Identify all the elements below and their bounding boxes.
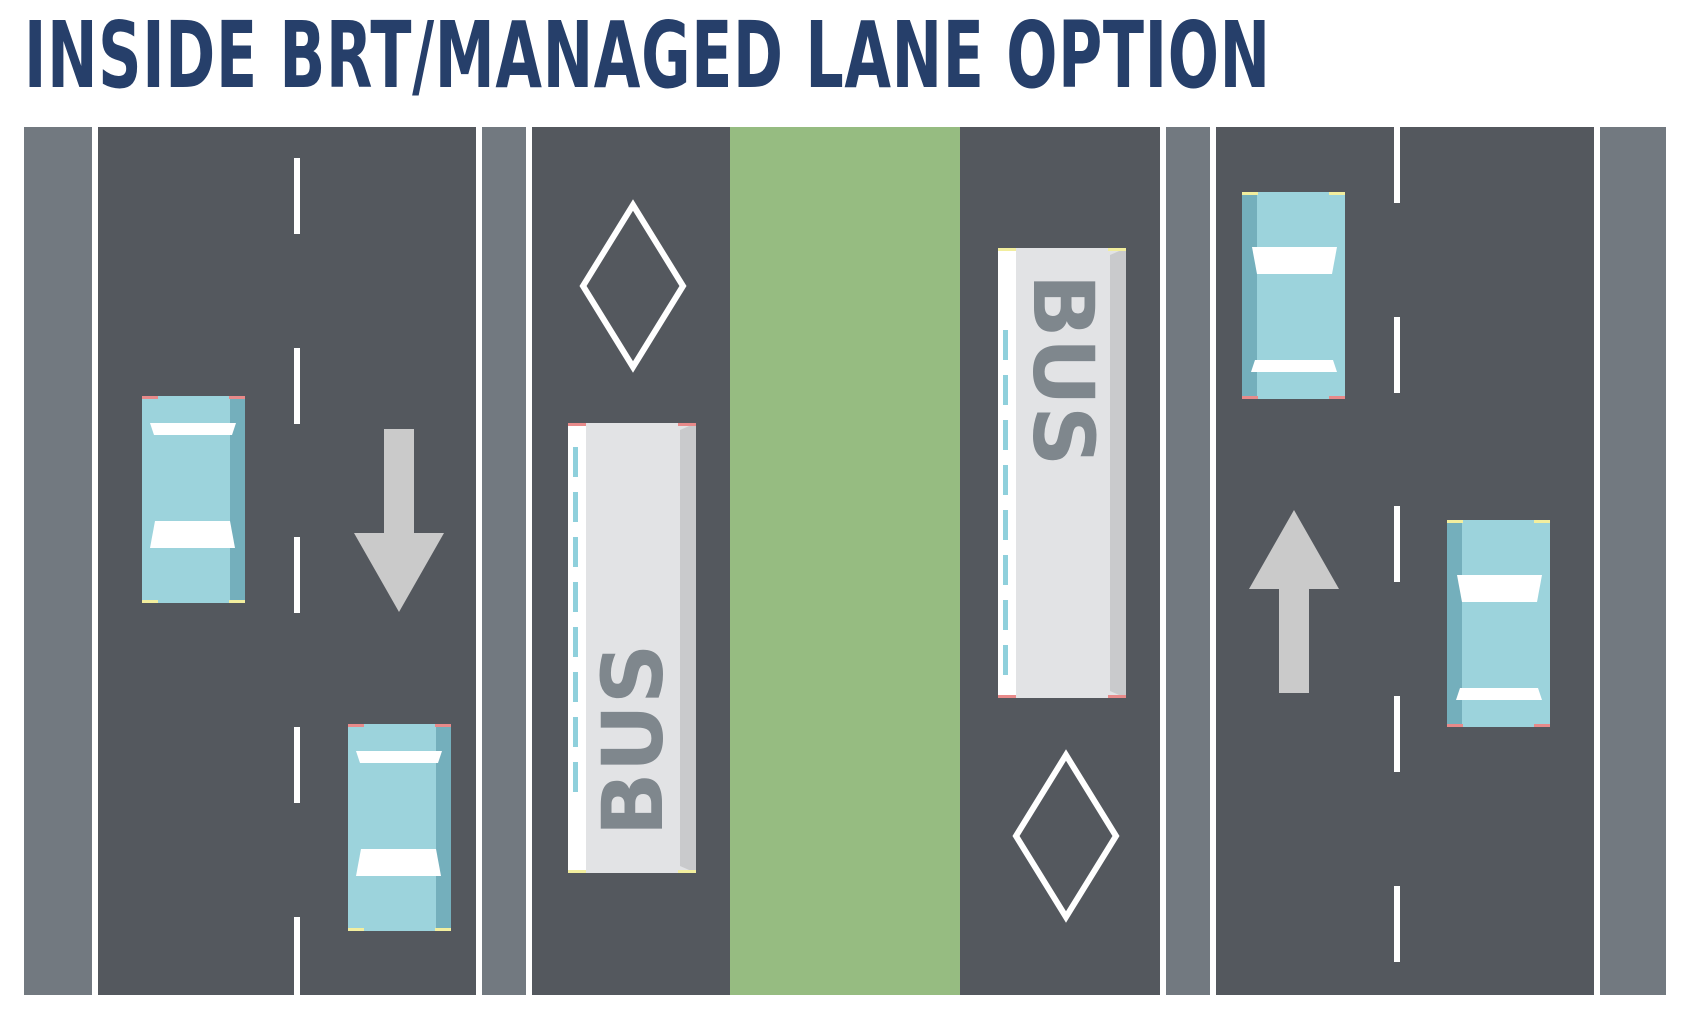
car-icon	[1242, 192, 1345, 399]
left-shoulder	[24, 127, 92, 995]
left-lane-divider-dashes	[294, 158, 300, 995]
edge-lines	[92, 127, 1600, 995]
right-inner-shoulder	[1166, 127, 1210, 995]
bus-label: BUS	[584, 644, 682, 837]
diamond-lane-symbol	[579, 199, 687, 373]
bus-icon: BUS	[998, 248, 1126, 698]
green-median	[730, 127, 960, 995]
arrow-up-icon	[1249, 510, 1339, 693]
right-lane-divider-dashes	[1394, 127, 1400, 962]
left-inner-shoulder	[482, 127, 526, 995]
diagram-title: INSIDE BRT/MANAGED LANE OPTION	[24, 2, 1271, 109]
right-shoulder	[1600, 127, 1666, 995]
diamond-lane-symbol	[1012, 749, 1120, 923]
bus-label: BUS	[1014, 274, 1112, 467]
car-icon	[348, 724, 451, 931]
car-icon	[142, 396, 245, 603]
bus-icon: BUS	[568, 423, 696, 873]
car-icon	[1447, 520, 1550, 727]
arrow-down-icon	[354, 429, 444, 612]
